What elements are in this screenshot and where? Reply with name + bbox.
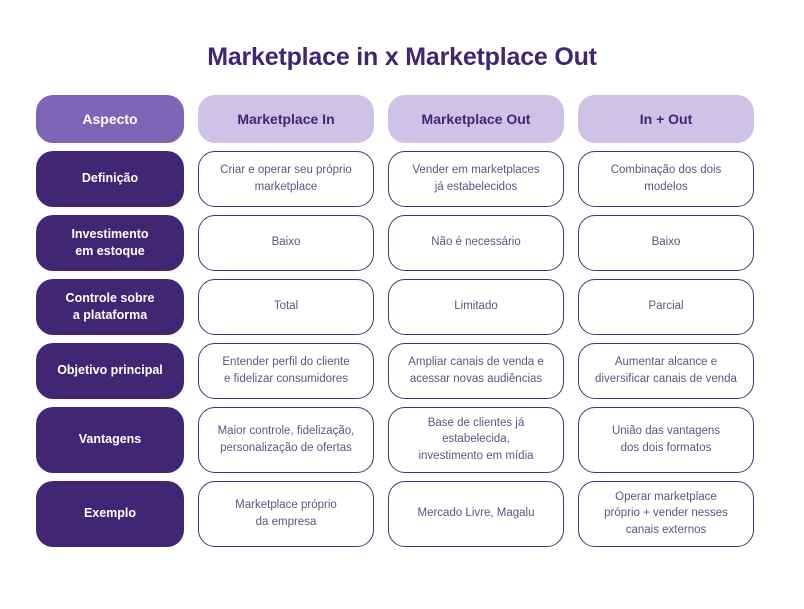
- row-label-controle-sobre-a-plataforma: Controle sobre a plataforma: [36, 278, 184, 335]
- table-cell: Base de clientes já estabelecida, invest…: [388, 406, 564, 473]
- table-cell: Aumentar alcance e diversificar canais d…: [578, 342, 754, 399]
- table-cell: Não é necessário: [388, 214, 564, 271]
- table-cell: Ampliar canais de venda e acessar novas …: [388, 342, 564, 399]
- table-row: Controle sobre a plataforma Total Limita…: [36, 278, 768, 335]
- table-cell: Baixo: [198, 214, 374, 271]
- header-cell-in-plus-out: In + Out: [578, 94, 754, 143]
- row-label-vantagens: Vantagens: [36, 406, 184, 473]
- table-cell: União das vantagens dos dois formatos: [578, 406, 754, 473]
- table-cell: Limitado: [388, 278, 564, 335]
- table-row: Investimento em estoque Baixo Não é nece…: [36, 214, 768, 271]
- table-cell: Maior controle, fidelização, personaliza…: [198, 406, 374, 473]
- table-cell: Vender em marketplaces já estabelecidos: [388, 150, 564, 207]
- header-cell-aspect: Aspecto: [36, 94, 184, 143]
- table-cell: Criar e operar seu próprio marketplace: [198, 150, 374, 207]
- table-cell: Baixo: [578, 214, 754, 271]
- table-header-row: Aspecto Marketplace In Marketplace Out I…: [36, 94, 768, 143]
- table-cell: Marketplace próprio da empresa: [198, 480, 374, 547]
- header-cell-marketplace-in: Marketplace In: [198, 94, 374, 143]
- table-cell: Operar marketplace próprio + vender ness…: [578, 480, 754, 547]
- header-label-in-plus-out: In + Out: [639, 110, 693, 127]
- header-label-aspect: Aspecto: [82, 110, 138, 127]
- table-cell: Combinação dos dois modelos: [578, 150, 754, 207]
- table-cell: Entender perfil do cliente e fidelizar c…: [198, 342, 374, 399]
- row-label-definicao: Definição: [36, 150, 184, 207]
- table-cell: Parcial: [578, 278, 754, 335]
- table-row: Vantagens Maior controle, fidelização, p…: [36, 406, 768, 473]
- table-cell: Mercado Livre, Magalu: [388, 480, 564, 547]
- table-row: Definição Criar e operar seu próprio mar…: [36, 150, 768, 207]
- page-title: Marketplace in x Marketplace Out: [207, 43, 597, 71]
- header-label-marketplace-out: Marketplace Out: [421, 110, 531, 127]
- row-label-investimento-em-estoque: Investimento em estoque: [36, 214, 184, 271]
- table-row: Objetivo principal Entender perfil do cl…: [36, 342, 768, 399]
- comparison-table: Aspecto Marketplace In Marketplace Out I…: [36, 94, 768, 547]
- row-label-objetivo-principal: Objetivo principal: [36, 342, 184, 399]
- table-cell: Total: [198, 278, 374, 335]
- header-cell-marketplace-out: Marketplace Out: [388, 94, 564, 143]
- row-label-exemplo: Exemplo: [36, 480, 184, 547]
- table-row: Exemplo Marketplace próprio da empresa M…: [36, 480, 768, 547]
- header-label-marketplace-in: Marketplace In: [237, 110, 335, 127]
